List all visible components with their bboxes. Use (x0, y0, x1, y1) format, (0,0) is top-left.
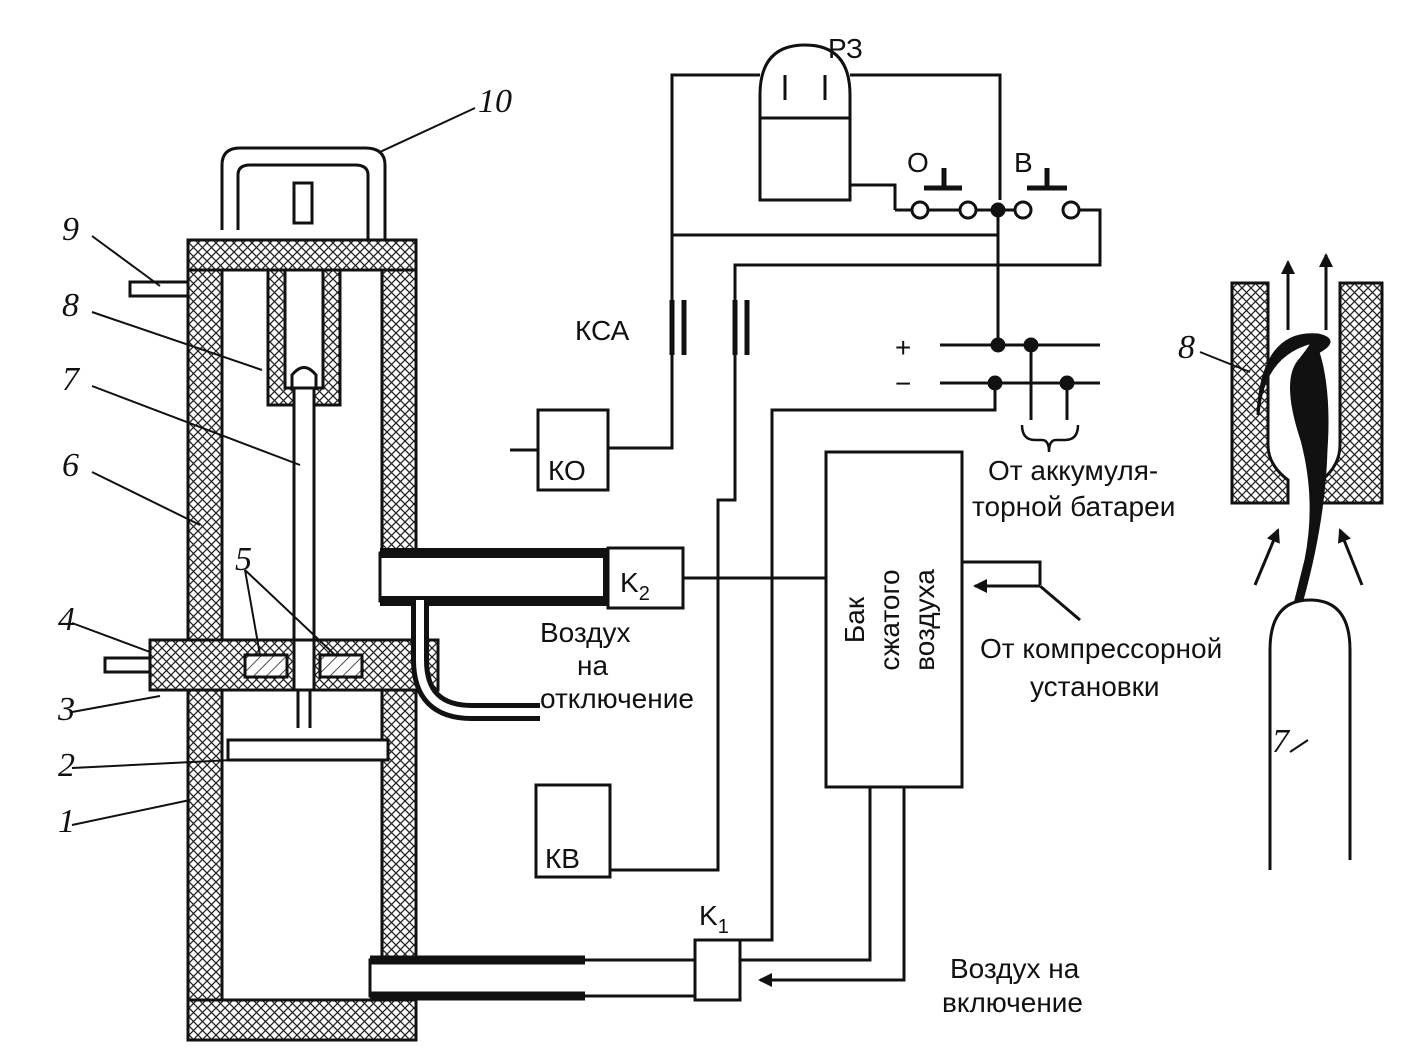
label-8: 8 (62, 287, 79, 324)
annotation-labels: + − От аккумуля- торной батареи Воздух н… (540, 332, 1222, 1018)
right-wall (380, 268, 418, 552)
button-v-plunger (1027, 168, 1067, 191)
button-o-plunger (924, 168, 962, 191)
label-kv: КВ (545, 843, 580, 874)
piston-5a (243, 653, 289, 679)
piston-5b (318, 653, 364, 679)
label-detail-7: 7 (1272, 723, 1291, 760)
right-wall-lower (380, 688, 418, 1002)
label-2: 2 (58, 747, 75, 784)
svg-text:воздуха: воздуха (909, 569, 940, 671)
air-pipes (368, 548, 697, 1001)
air-off-line-1: Воздух (540, 617, 631, 648)
arc-detail (1230, 253, 1384, 870)
air-on-line-1: Воздух на (950, 953, 1080, 984)
bottom-flange (186, 998, 418, 1042)
battery-line-1: От аккумуля- (988, 455, 1158, 486)
label-9: 9 (62, 211, 79, 248)
breaker-cylinder (103, 146, 440, 1042)
leader-lines (71, 107, 1309, 826)
label-6: 6 (62, 447, 79, 484)
battery-brace (1020, 424, 1080, 453)
ko-coil (536, 408, 610, 492)
pin-9 (128, 280, 190, 298)
top-cap (220, 146, 387, 240)
compressor-line-1: От компрессорной (980, 633, 1222, 664)
svg-text:сжатого: сжатого (874, 569, 905, 670)
label-k2: K2 (620, 567, 650, 605)
label-button-v: В (1014, 147, 1033, 178)
part-number-labels: 10 9 8 7 6 5 4 3 2 1 8 7 (57, 83, 1291, 840)
control-wiring (510, 43, 1102, 1002)
air-off-line-3: отключение (540, 683, 694, 714)
label-5: 5 (235, 541, 252, 578)
label-7: 7 (62, 361, 81, 398)
tank-label: Бак сжатого воздуха (839, 569, 940, 671)
air-on-line-2: включение (942, 987, 1083, 1018)
label-detail-8: 8 (1178, 329, 1195, 366)
top-flange (186, 238, 418, 272)
k1-valve (693, 938, 742, 1002)
lower-bar (226, 738, 390, 762)
moving-contact-tip (1268, 598, 1352, 870)
air-tank (824, 450, 964, 789)
label-plus: + (895, 332, 911, 363)
ksa-contact-1 (669, 300, 687, 355)
left-wall (186, 268, 224, 642)
svg-text:Бак: Бак (839, 596, 870, 643)
k2-valve (606, 546, 685, 610)
label-ksa: КСА (575, 315, 630, 346)
ksa-contact-2 (732, 300, 750, 355)
label-rz: РЗ (828, 33, 863, 64)
label-3: 3 (57, 691, 75, 728)
label-10: 10 (478, 83, 512, 120)
label-k1: K1 (699, 900, 729, 938)
nozzle-right (1320, 281, 1384, 505)
component-labels: РЗ О В КСА КО КВ K2 K1 Бак сжатого возду… (545, 33, 1033, 938)
label-ko: КО (548, 455, 586, 486)
cap-slot (292, 181, 314, 225)
label-1: 1 (58, 803, 75, 840)
battery-line-2: торной батареи (972, 491, 1175, 522)
moving-contact-rod (292, 386, 316, 652)
pin-4 (103, 656, 152, 674)
label-button-o: О (907, 147, 929, 178)
left-wall-lower (186, 688, 224, 1002)
rz-relay (758, 43, 852, 202)
pipe-on (368, 958, 697, 998)
air-off-line-2: на (577, 650, 608, 681)
compressor-line-2: установки (1030, 671, 1160, 702)
label-4: 4 (58, 601, 75, 638)
kv-coil (534, 783, 612, 879)
label-minus: − (895, 368, 911, 399)
